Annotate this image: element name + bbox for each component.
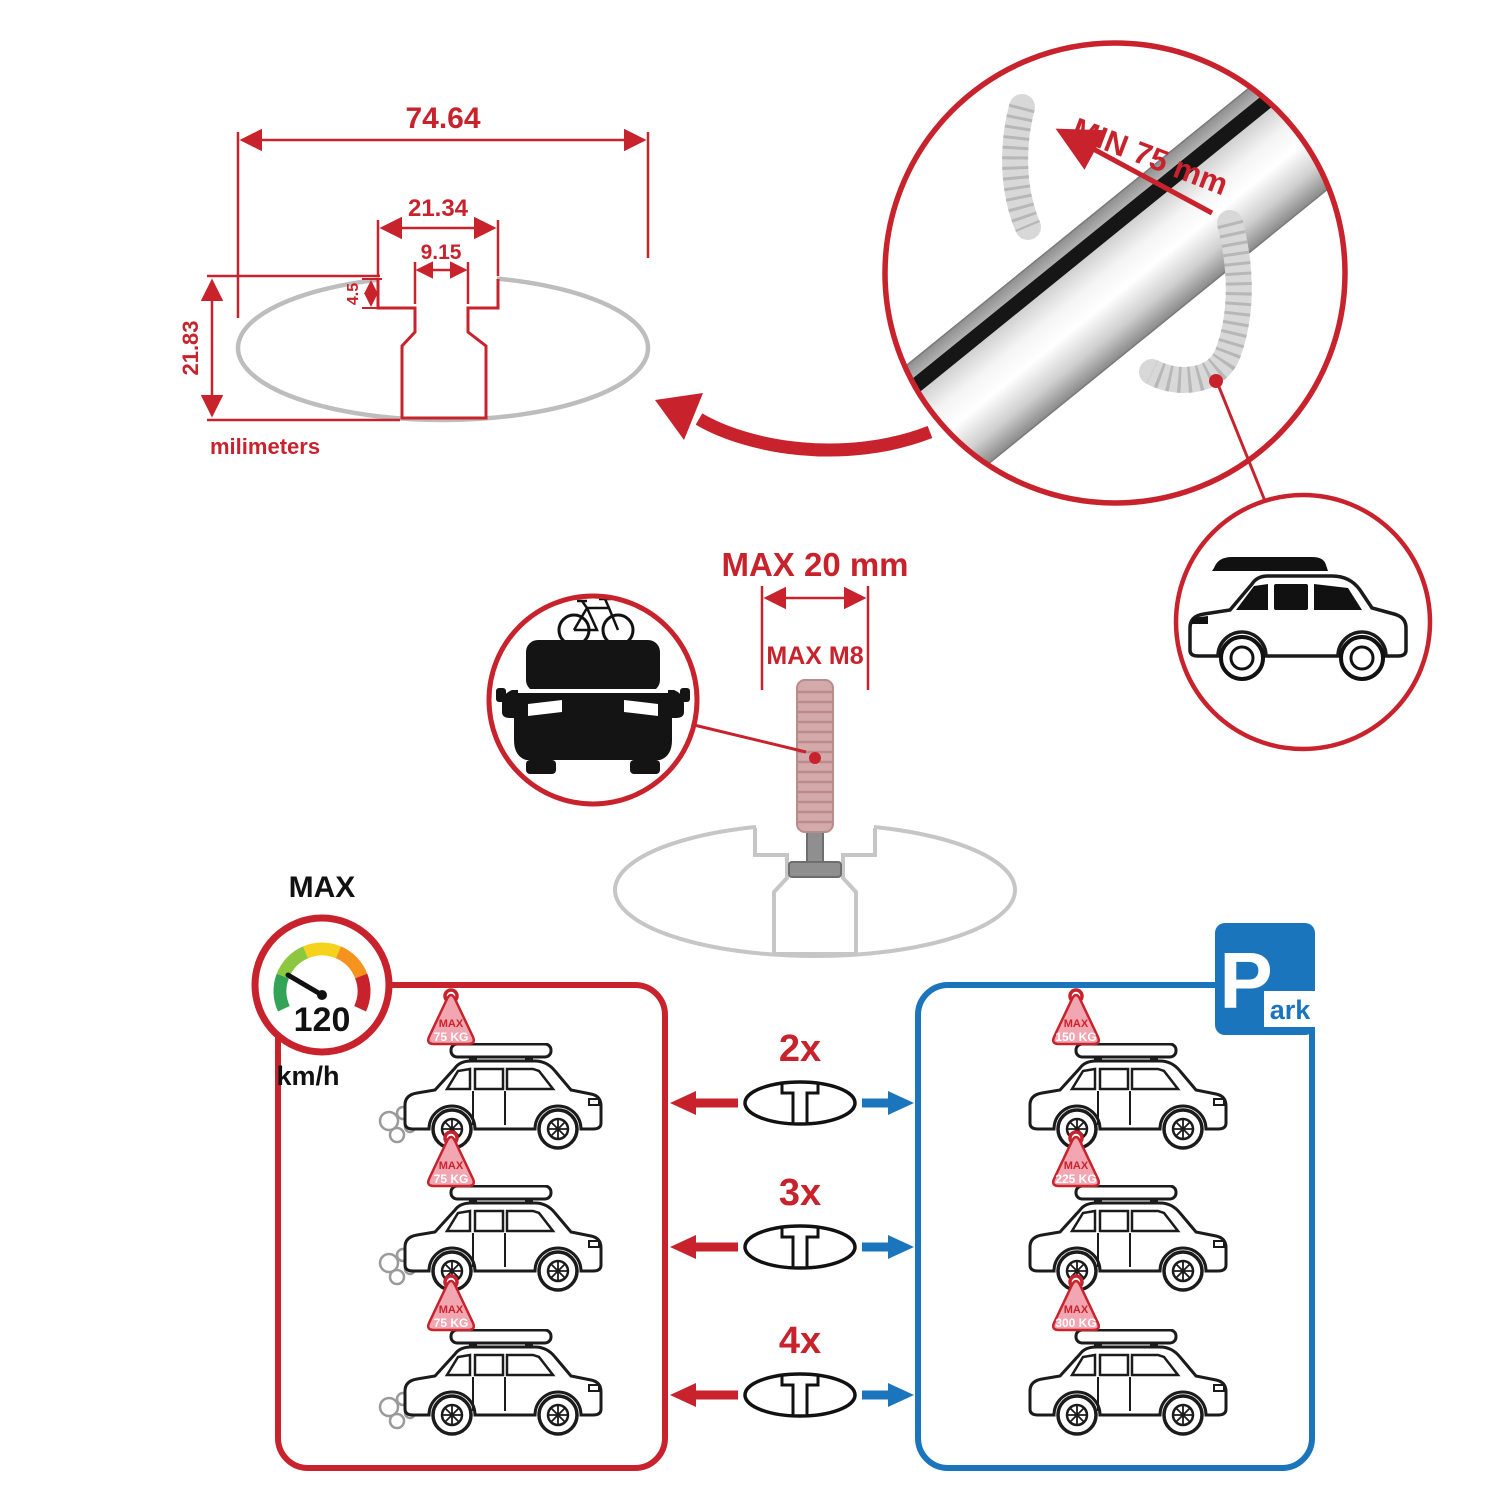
load-row-3: MAX 75 KG 4x MAX 300 KG bbox=[378, 1274, 1228, 1436]
sign-load: 75 KG bbox=[434, 1030, 469, 1044]
arrow-left-head bbox=[670, 1235, 696, 1259]
dim-slot-inner: 9.15 bbox=[421, 241, 462, 264]
arrow-left-head bbox=[670, 1383, 696, 1407]
speed-unit: km/h bbox=[276, 1061, 339, 1091]
arrow-right-head bbox=[888, 1383, 914, 1407]
arrow-left-head bbox=[670, 1091, 696, 1115]
crossbar-profile-icon bbox=[743, 1372, 857, 1418]
dim-profile-height: 21.83 bbox=[178, 320, 203, 375]
speed-max-label: MAX bbox=[289, 871, 356, 904]
sign-load: 225 KG bbox=[1055, 1172, 1096, 1186]
load-row-1: MAX 75 KG 2x MAX 150 KG bbox=[378, 988, 1228, 1150]
suv-icon bbox=[1188, 557, 1408, 681]
bar-render bbox=[885, 56, 1345, 503]
rubber-strip bbox=[885, 56, 1320, 444]
parking-sign: P ark bbox=[1215, 923, 1316, 1035]
clamp-hook-right-threads bbox=[1145, 219, 1252, 393]
min-span-arrow bbox=[1055, 128, 1214, 216]
speedometer-icon: 120 bbox=[251, 914, 393, 1056]
dim-slot-outer: 21.34 bbox=[408, 195, 469, 222]
max-length-label: MAX 20 mm bbox=[721, 546, 908, 583]
load-row-2: MAX 75 KG 3x MAX 225 KG bbox=[378, 1130, 1228, 1292]
bolt-t-head bbox=[788, 861, 842, 878]
multiplier: 4x bbox=[779, 1320, 821, 1362]
sign-max: MAX bbox=[1064, 1304, 1089, 1316]
headlight bbox=[1192, 616, 1208, 624]
bar-end-cap bbox=[885, 413, 931, 503]
roof-box bbox=[1212, 557, 1328, 571]
t-slot-ghost bbox=[753, 828, 877, 956]
sign-max: MAX bbox=[439, 1304, 464, 1316]
parking-suffix: ark bbox=[1270, 995, 1312, 1025]
suv-roofbox-circle bbox=[1173, 492, 1433, 752]
cross-section-diagram: 74.64 21.34 9.15 4.5 21.83 milimeters bbox=[178, 102, 651, 459]
sign-max: MAX bbox=[1064, 1160, 1089, 1172]
car-front-icon bbox=[496, 640, 690, 774]
circle-rim bbox=[1173, 492, 1433, 752]
bar-detail-circle: MIN 75 mm bbox=[882, 40, 1348, 506]
rear-window bbox=[1314, 584, 1362, 610]
wheel-left bbox=[526, 760, 556, 774]
sign-load: 75 KG bbox=[434, 1316, 469, 1330]
sign-load: 75 KG bbox=[434, 1172, 469, 1186]
callout-dot bbox=[809, 752, 821, 764]
headlight-left bbox=[528, 700, 562, 716]
mirror-left bbox=[496, 688, 506, 702]
load-capacity-section: MAX 120 km/h P ark MAX 75 KG 2x bbox=[251, 871, 1316, 1471]
t-slot-channel-outline bbox=[376, 279, 500, 420]
bolt-diagram: MAX 20 mm MAX M8 bbox=[486, 546, 1017, 958]
sign-load: 150 KG bbox=[1055, 1030, 1096, 1044]
arrow-right-head bbox=[888, 1235, 914, 1259]
sign-load: 300 KG bbox=[1055, 1316, 1096, 1330]
crossbar-profile-icon bbox=[743, 1080, 857, 1126]
parking-letter: P bbox=[1219, 936, 1272, 1025]
sign-max: MAX bbox=[1064, 1018, 1089, 1030]
multiplier: 3x bbox=[779, 1172, 821, 1214]
mirror-right bbox=[680, 688, 690, 702]
crossbar-profile-icon bbox=[743, 1224, 857, 1270]
sign-max: MAX bbox=[439, 1018, 464, 1030]
max-thread-label: MAX M8 bbox=[766, 642, 863, 670]
callout-dot bbox=[1209, 374, 1223, 388]
side-window bbox=[1274, 584, 1308, 610]
arrow-right-head bbox=[888, 1091, 914, 1115]
dim-total-width: 74.64 bbox=[405, 102, 480, 135]
circle-rim bbox=[882, 40, 1348, 506]
clamp-hook-left-threads bbox=[1002, 103, 1041, 233]
windshield bbox=[1236, 584, 1268, 610]
multiplier: 2x bbox=[779, 1028, 821, 1070]
units-label: milimeters bbox=[210, 434, 320, 459]
sign-max: MAX bbox=[439, 1160, 464, 1172]
headlight-right bbox=[624, 700, 658, 716]
speed-value: 120 bbox=[294, 1001, 351, 1039]
wheel-right bbox=[630, 760, 660, 774]
dim-lip-depth: 4.5 bbox=[345, 283, 362, 305]
circle-rim bbox=[486, 593, 700, 807]
